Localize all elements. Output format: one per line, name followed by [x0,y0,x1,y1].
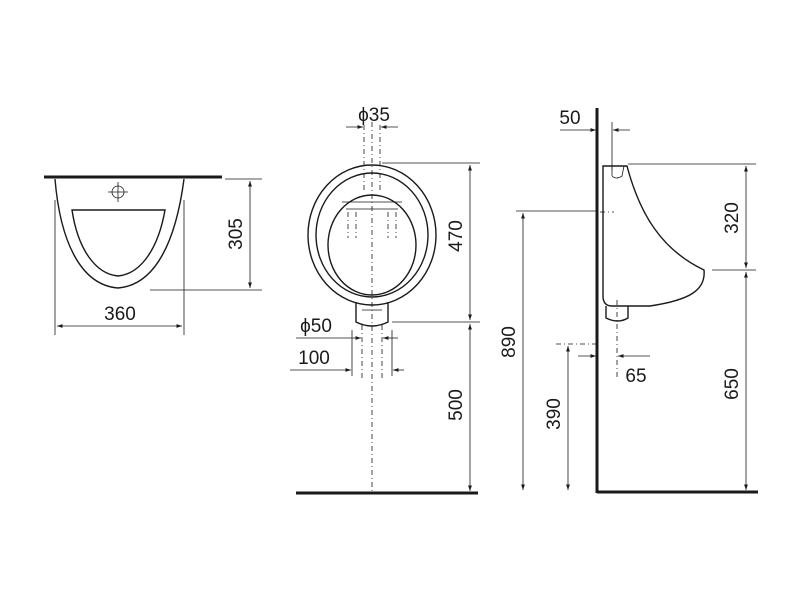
front-view-spreader [342,201,402,210]
top-view-dim-360-label: 360 [104,304,136,325]
front-view-outlet-spud [355,302,389,327]
top-view-bowl-outer [54,178,185,289]
top-view-dim-305-label: 305 [226,218,247,250]
side-view-dim-390-label: 390 [544,398,565,430]
side-view-dim-320-label: 320 [722,202,743,234]
front-view-bowl-outer [307,164,437,306]
front-view-dim-35-label: ϕ35 [358,105,390,126]
front-view-bowl-rim [315,172,429,298]
side-view-dim-890-label: 890 [499,326,520,358]
side-view-body-profile [602,165,705,307]
front-view-dim-50-label: ϕ50 [300,316,332,337]
front-view: ϕ35 470 500 ϕ50 100 [290,105,480,495]
side-view-dim-50-label: 50 [559,108,580,129]
side-view-dim-65-label: 65 [625,366,646,387]
front-view-dim-470-label: 470 [446,220,467,252]
front-view-dim-100-label: 100 [298,348,330,369]
front-view-fixing-right [387,212,397,238]
front-view-bowl-inner [327,194,417,296]
top-view-bowl-inner [71,209,166,277]
top-view: 305 360 [44,175,262,335]
side-view-body-rim [611,165,625,179]
side-view: 50 320 650 890 390 65 [499,108,758,494]
side-view-dim-650-label: 650 [722,368,743,400]
front-view-fixing-left [347,212,357,238]
front-view-dim-500-label: 500 [446,389,467,421]
side-view-outlet [605,306,629,322]
